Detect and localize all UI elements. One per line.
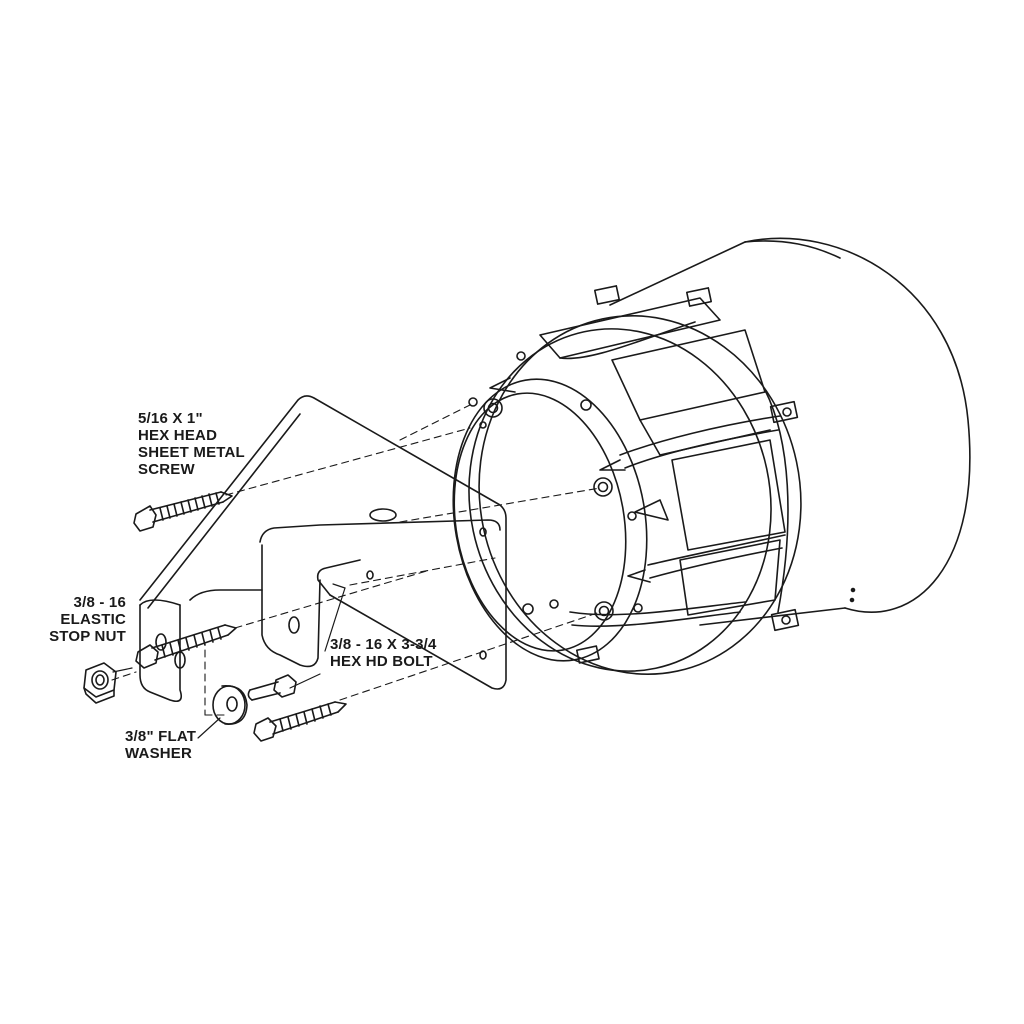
light-housing xyxy=(452,237,971,675)
elastic-stop-nut xyxy=(83,662,117,704)
callout-line: HEX HD BOLT xyxy=(330,653,433,670)
sheet-metal-screw xyxy=(133,491,233,532)
hex-head-bolt xyxy=(247,674,297,701)
long-screw xyxy=(135,624,237,669)
callout-line: 3/8" FLAT xyxy=(125,728,197,745)
flat-washer xyxy=(212,685,248,725)
nut-callout: 3/8 - 16 ELASTIC STOP NUT xyxy=(40,594,126,645)
callout-line: ELASTIC xyxy=(60,611,126,628)
callout-line: SCREW xyxy=(138,461,195,478)
callout-line: 3/8 - 16 xyxy=(73,594,126,611)
callout-line: HEX HEAD xyxy=(138,427,218,444)
washer-callout: 3/8" FLAT WASHER xyxy=(125,728,196,762)
screw-callout: 5/16 X 1" HEX HEAD SHEET METAL SCREW xyxy=(138,410,245,478)
bottom-screw xyxy=(253,701,347,742)
bolt-callout: 3/8 - 16 X 3-3/4 HEX HD BOLT xyxy=(330,636,437,670)
callout-line: SHEET METAL xyxy=(138,444,245,461)
callout-line: STOP NUT xyxy=(49,628,126,645)
callout-line: 5/16 X 1" xyxy=(138,410,203,427)
callout-line: 3/8 - 16 X 3-3/4 xyxy=(330,636,437,653)
leader-lines xyxy=(112,583,346,739)
callout-line: WASHER xyxy=(125,745,193,762)
